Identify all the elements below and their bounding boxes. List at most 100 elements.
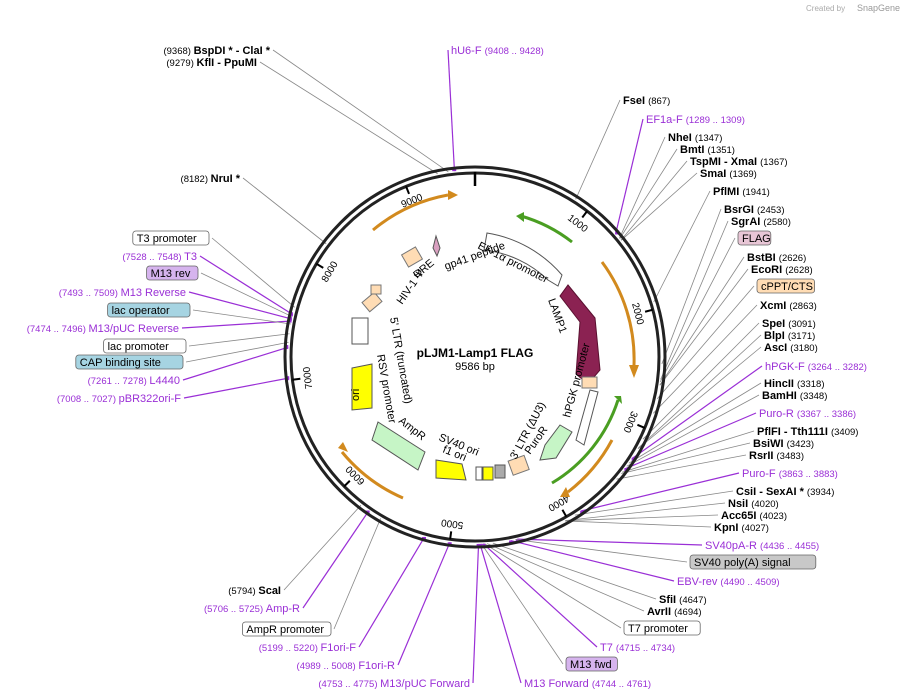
site-position: (3483) bbox=[777, 451, 804, 462]
site-name: NruI * bbox=[211, 173, 241, 185]
site-name: AvrII bbox=[647, 606, 674, 618]
gp41-feature bbox=[432, 234, 441, 258]
site-name: SmaI bbox=[700, 168, 729, 180]
leader-line bbox=[199, 255, 294, 316]
enzyme-label: NheI (1347) bbox=[668, 132, 722, 144]
leader-line bbox=[200, 272, 293, 318]
site-position: (4715 .. 4734) bbox=[616, 643, 675, 654]
leader-line bbox=[211, 237, 295, 308]
feature-box bbox=[565, 656, 618, 672]
leader-line bbox=[482, 543, 598, 648]
tick-mark bbox=[449, 531, 453, 540]
tick-mark bbox=[292, 377, 301, 381]
orf-arc-9000-head bbox=[448, 190, 458, 200]
leader-line bbox=[182, 346, 289, 381]
primer-label: Puro-F (3863 .. 3883) bbox=[742, 468, 838, 480]
primer-label: (4989 .. 5008) F1ori-R bbox=[297, 660, 396, 672]
site-name: KflI - PpuMI bbox=[197, 57, 258, 69]
site-position: (3423) bbox=[787, 439, 814, 450]
ampr-feature bbox=[371, 421, 426, 471]
site-name: Amp-R bbox=[266, 603, 300, 615]
orf-arc-6000-head bbox=[338, 442, 348, 452]
green-arc-right bbox=[551, 399, 620, 485]
primer-label: hPGK-F (3264 .. 3282) bbox=[765, 361, 867, 373]
feature-box bbox=[103, 338, 187, 354]
site-position: (3863 .. 3883) bbox=[779, 469, 838, 480]
rsv-promoter-feature bbox=[351, 317, 369, 345]
site-name: F1ori-F bbox=[321, 642, 357, 654]
site-name: T7 bbox=[600, 642, 616, 654]
sv40-ori-feature bbox=[475, 466, 483, 481]
site-position: (4436 .. 4455) bbox=[760, 541, 819, 552]
feature-box-label: cPPT/CTS bbox=[761, 281, 813, 293]
site-name: M13 Reverse bbox=[121, 287, 186, 299]
site-position: (7493 .. 7509) bbox=[59, 288, 121, 299]
leader-line bbox=[659, 237, 736, 383]
site-name: NheI bbox=[668, 132, 695, 144]
enzyme-label: SmaI (1369) bbox=[700, 168, 757, 180]
feature-box bbox=[623, 620, 701, 636]
orf-arc-4000 bbox=[567, 439, 614, 494]
site-position: (3318) bbox=[797, 379, 824, 390]
site-position: (3934) bbox=[807, 487, 834, 498]
leader-line bbox=[183, 377, 290, 399]
site-position: (1289 .. 1309) bbox=[686, 115, 745, 126]
enzyme-label: PflFI - Tth111I (3409) bbox=[757, 426, 858, 438]
enzyme-label: KpnI (4027) bbox=[714, 522, 769, 534]
site-position: (4647) bbox=[679, 595, 706, 606]
site-name: M13/pUC Reverse bbox=[89, 323, 179, 335]
hiv1-psi-feature bbox=[370, 284, 382, 295]
primer-label: Puro-R (3367 .. 3386) bbox=[759, 408, 856, 420]
leader-line bbox=[358, 536, 426, 648]
leader-line bbox=[626, 394, 760, 467]
primer-label: hU6-F (9408 .. 9428) bbox=[451, 45, 544, 57]
feature-box bbox=[689, 554, 817, 570]
site-position: (2628) bbox=[785, 265, 812, 276]
tick-mark bbox=[581, 210, 588, 219]
site-position: (2863) bbox=[789, 301, 816, 312]
leader-line bbox=[515, 539, 688, 563]
leader-line bbox=[631, 365, 763, 460]
site-position: (3348) bbox=[800, 391, 827, 402]
site-name: pBR322ori-F bbox=[119, 393, 182, 405]
site-position: (3367 .. 3386) bbox=[797, 409, 856, 420]
orf-arc-6000 bbox=[340, 451, 404, 500]
leader-line bbox=[620, 160, 688, 241]
site-position: (7474 .. 7496) bbox=[27, 324, 89, 335]
enzyme-label: (9279) KflI - PpuMI bbox=[166, 57, 257, 69]
site-name: KpnI bbox=[714, 522, 742, 534]
leader-line bbox=[479, 543, 522, 684]
enzyme-label: EcoRI (2628) bbox=[751, 264, 813, 276]
feature-box-label: lac operator bbox=[112, 305, 170, 317]
leader-line bbox=[188, 291, 293, 320]
site-name: FseI bbox=[623, 95, 648, 107]
site-position: (4694) bbox=[674, 607, 701, 618]
rsv-label: RSV promoter bbox=[374, 353, 398, 424]
site-name: BspDI * - ClaI * bbox=[194, 45, 271, 57]
site-position: (7008 .. 7027) bbox=[57, 394, 119, 405]
enzyme-label: AvrII (4694) bbox=[647, 606, 702, 618]
enzyme-label: BstBI (2626) bbox=[747, 252, 806, 264]
leader-line bbox=[484, 543, 622, 629]
enzyme-label: RsrII (3483) bbox=[749, 450, 804, 462]
site-name: PflMI bbox=[713, 186, 742, 198]
feature-box bbox=[241, 621, 332, 637]
site-position: (7528 .. 7548) bbox=[122, 252, 184, 263]
leader-line bbox=[565, 514, 719, 522]
site-name: BamHI bbox=[762, 390, 800, 402]
f1-ori-feature bbox=[482, 466, 494, 481]
leader-line bbox=[619, 148, 678, 239]
enzyme-label: AscI (3180) bbox=[764, 342, 818, 354]
site-name: SV40pA-R bbox=[705, 540, 760, 552]
primer-label: (7474 .. 7496) M13/pUC Reverse bbox=[27, 323, 179, 335]
site-name: SgrAI bbox=[731, 216, 763, 228]
enzyme-label: XcmI (2863) bbox=[760, 300, 817, 312]
feature-box-label: FLAG bbox=[742, 233, 771, 245]
site-name: Puro-R bbox=[759, 408, 797, 420]
leader-line bbox=[517, 538, 703, 546]
orf-arc-2000 bbox=[600, 261, 636, 366]
primer-label: SV40pA-R (4436 .. 4455) bbox=[705, 540, 819, 552]
leader-line bbox=[333, 518, 382, 630]
leader-line bbox=[638, 334, 762, 449]
5-ltr-feature bbox=[361, 291, 383, 313]
